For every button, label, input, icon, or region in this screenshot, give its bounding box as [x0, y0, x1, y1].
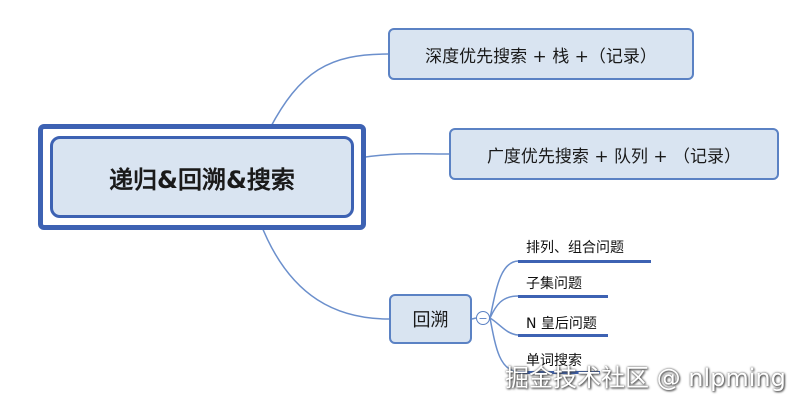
connector-root-to-bfs	[357, 152, 450, 159]
branch-node-backtracking[interactable]: 回溯	[389, 294, 472, 344]
branch-node-dfs[interactable]: 深度优先搜索 + 栈 +（记录）	[388, 28, 694, 80]
collapse-toggle-icon[interactable]: −	[476, 311, 490, 325]
leaf-node-nqueens[interactable]: N 皇后问题	[526, 316, 597, 332]
leaf-node-wordsearch[interactable]: 单词搜索	[526, 353, 582, 369]
watermark-text: 掘金技术社区 @ nlpming	[505, 364, 786, 392]
connector-root-to-dfs	[267, 53, 389, 133]
leaf-underline-permutation	[518, 260, 651, 263]
leaf-underline-wordsearch	[518, 371, 600, 374]
connector-to-subset	[489, 295, 519, 319]
leaf-node-subset[interactable]: 子集问题	[526, 276, 582, 292]
connector-to-permutation	[489, 260, 519, 319]
leaf-underline-nqueens	[518, 334, 608, 337]
connector-backtracking-to-toggle	[471, 317, 477, 320]
connector-to-nqueens	[489, 317, 519, 336]
connector-root-to-backtracking	[259, 221, 390, 320]
root-node[interactable]: 递归&回溯&搜索	[50, 136, 354, 218]
branch-node-bfs[interactable]: 广度优先搜索 + 队列 + （记录）	[449, 128, 779, 180]
connector-to-wordsearch	[489, 317, 519, 373]
leaf-node-permutation[interactable]: 排列、组合问题	[526, 240, 624, 256]
leaf-underline-subset	[518, 295, 608, 298]
